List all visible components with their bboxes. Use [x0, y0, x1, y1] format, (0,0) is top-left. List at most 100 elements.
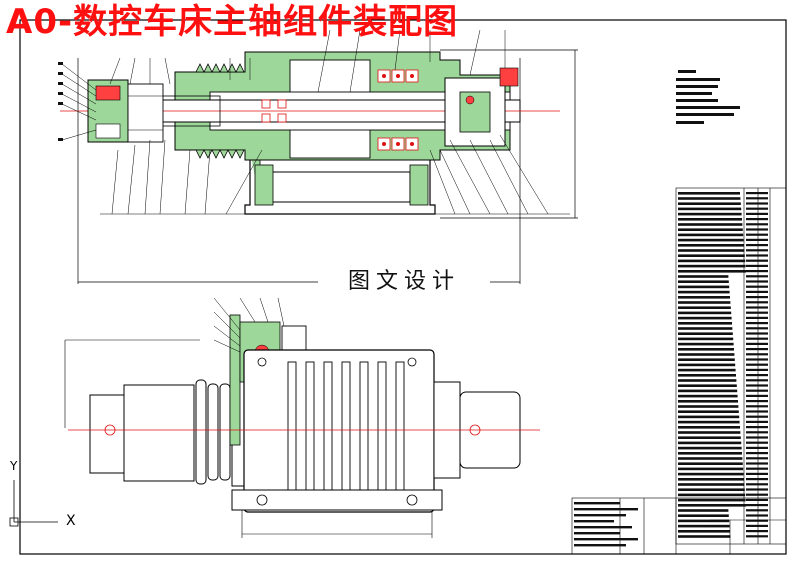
parts-row [678, 254, 745, 257]
parts-row-qty [746, 311, 768, 314]
parts-row [678, 410, 739, 413]
parts-row [678, 223, 743, 226]
parts-row [678, 244, 744, 247]
parts-row-qty [746, 275, 768, 278]
parts-row-qty [746, 524, 768, 527]
parts-row-qty [746, 493, 768, 496]
y-axis-label: Y [9, 459, 18, 473]
parts-row-qty [746, 519, 768, 522]
parts-row [678, 519, 730, 523]
parts-row-qty [746, 358, 768, 361]
parts-row-qty [746, 462, 768, 465]
parts-row [678, 301, 731, 304]
watermark-label: 图文设计 [318, 262, 490, 302]
parts-row-qty [746, 504, 768, 507]
title-block-row [574, 502, 620, 505]
x-axis-label: X [66, 513, 76, 529]
parts-row [678, 337, 734, 341]
technical-notes [676, 70, 740, 124]
parts-row [678, 306, 731, 309]
parts-row [678, 420, 740, 424]
parts-row-qty [746, 223, 768, 226]
parts-row [678, 436, 741, 439]
parts-row-qty [746, 322, 768, 325]
parts-row [678, 270, 746, 273]
parts-row [678, 400, 738, 403]
outline-view [64, 297, 540, 538]
parts-row [678, 493, 746, 497]
parts-row-qty [746, 400, 768, 403]
parts-row [678, 472, 744, 476]
parts-row [678, 212, 742, 216]
parts-row [678, 280, 729, 283]
parts-row [678, 379, 737, 382]
parts-row [678, 389, 738, 393]
parts-row [678, 275, 729, 278]
parts-row-qty [746, 384, 768, 387]
parts-row-qty [746, 441, 768, 444]
parts-row-qty [746, 535, 768, 538]
parts-row-qty [746, 379, 768, 382]
parts-row [678, 327, 733, 330]
parts-row [678, 249, 745, 252]
parts-row [678, 457, 743, 460]
parts-row [678, 483, 745, 486]
parts-row [678, 316, 732, 320]
parts-row-qty [746, 348, 768, 351]
parts-row [678, 426, 740, 429]
parts-row-qty [746, 467, 768, 470]
parts-row [678, 374, 736, 377]
parts-row-qty [746, 212, 768, 215]
parts-row [678, 228, 743, 231]
parts-row [678, 467, 744, 471]
parts-row-qty [746, 244, 768, 247]
parts-row [678, 431, 741, 434]
parts-row [678, 342, 734, 346]
title-block-row [574, 508, 638, 511]
parts-row-qty [746, 498, 768, 501]
parts-row [678, 285, 730, 289]
parts-row [678, 296, 730, 299]
parts-row-qty [746, 483, 768, 486]
parts-row-qty [746, 405, 768, 408]
parts-row-qty [746, 332, 768, 335]
parts-row [678, 441, 742, 445]
parts-row-qty [746, 363, 768, 366]
parts-row-qty [746, 374, 768, 377]
parts-row-qty [746, 426, 768, 429]
parts-row-qty [746, 509, 768, 512]
parts-row [678, 202, 741, 205]
parts-row-qty [746, 228, 768, 231]
parts-row [678, 530, 730, 533]
parts-row-qty [746, 316, 768, 319]
parts-row [678, 384, 737, 387]
parts-row [678, 322, 732, 325]
parts-row [678, 290, 730, 294]
parts-row [678, 259, 746, 263]
parts-row-qty [746, 192, 768, 195]
parts-row [678, 488, 745, 491]
parts-row-qty [746, 337, 768, 340]
title-block-row [574, 526, 632, 529]
parts-row [678, 415, 740, 419]
parts-row [678, 311, 732, 315]
parts-row [678, 358, 735, 361]
section-view [58, 29, 578, 284]
parts-row-qty [746, 530, 768, 533]
parts-row-qty [746, 197, 768, 200]
title-block-row [574, 520, 614, 523]
parts-row-qty [746, 270, 768, 273]
parts-row [678, 509, 729, 512]
parts-row-qty [746, 436, 768, 439]
parts-row-qty [746, 478, 768, 481]
parts-row [678, 478, 744, 481]
parts-row [678, 233, 744, 237]
parts-row-qty [746, 280, 768, 283]
parts-row [678, 192, 740, 195]
parts-row-qty [746, 301, 768, 304]
parts-row-qty [746, 259, 768, 262]
parts-row-qty [746, 420, 768, 423]
parts-row [678, 332, 733, 335]
